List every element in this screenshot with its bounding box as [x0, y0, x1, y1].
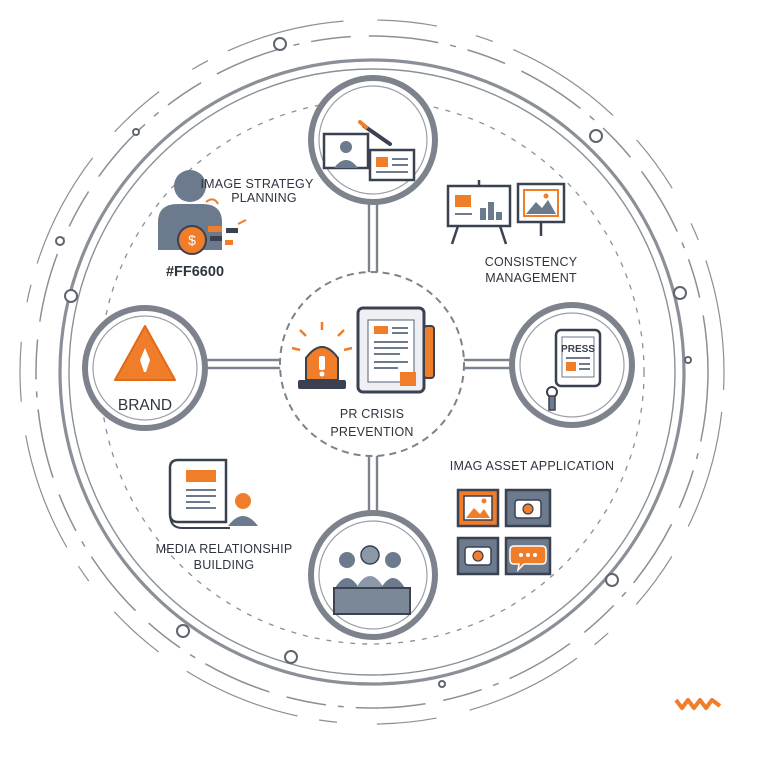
consistency-label-line2: MANAGEMENT [485, 271, 577, 285]
orbit-dot [55, 236, 65, 246]
orbit-dot [589, 129, 603, 143]
orbit-dot [438, 680, 446, 688]
orbit-dot [605, 573, 619, 587]
media-label-line2: BUILDING [194, 558, 255, 572]
brand-node: BRAND [82, 305, 208, 431]
center-label-line1: PR CRISIS [340, 407, 404, 421]
outer-ring-double-b [68, 68, 676, 676]
top-node [308, 75, 438, 205]
hex-color-label: #FF6600 [166, 264, 224, 280]
press-sign-text: PRESS [561, 344, 595, 355]
image-strategy-label-line1: IMAGE STRATEGY [201, 177, 314, 191]
siren-icon [291, 322, 353, 389]
newspaper-person-icon [168, 458, 258, 529]
easel-charts-icon [446, 180, 566, 245]
image-strategy-group: $ IMAGE STRATEGY PLANNING #FF6600 [158, 170, 314, 280]
orbit-dot [273, 37, 287, 51]
person-strategy-icon: $ [158, 170, 247, 255]
image-strategy-label-line2: PLANNING [231, 191, 297, 205]
press-tablet-icon: PRESS [546, 328, 602, 411]
corner-squiggle-logo [674, 698, 722, 710]
outer-ring-dashed [35, 35, 709, 709]
portrait-presentation-icon [322, 120, 416, 182]
orbit-dots [55, 37, 692, 688]
center-node: PR CRISIS PREVENTION [279, 271, 465, 457]
image-asset-group: IMAG ASSET APPLICATION [450, 459, 614, 576]
svg-text:$: $ [188, 232, 196, 248]
audience-node [308, 510, 438, 640]
orbit-dot [176, 624, 190, 638]
outer-ring-dashed-far [19, 19, 725, 725]
connectors [203, 200, 512, 515]
document-tablet-icon [356, 306, 435, 394]
audience-icon [333, 545, 411, 615]
press-node: PRESS [509, 302, 635, 428]
orbit-dot [673, 286, 687, 300]
outer-ring-double-a [58, 58, 686, 686]
media-gallery-icon [456, 488, 552, 576]
outer-rings [19, 19, 725, 725]
media-relationship-group: MEDIA RELATIONSHIP BUILDING [156, 458, 293, 572]
consistency-group: CONSISTENCY MANAGEMENT [446, 180, 578, 285]
orbit-dot [284, 650, 298, 664]
orbit-dot [684, 356, 692, 364]
warning-triangle-icon [114, 325, 176, 381]
orbit-dot [64, 289, 78, 303]
center-label-line2: PREVENTION [330, 425, 413, 439]
image-asset-label: IMAG ASSET APPLICATION [450, 459, 614, 473]
consistency-label-line1: CONSISTENCY [485, 255, 578, 269]
orbit-dot [132, 128, 140, 136]
brand-label: BRAND [118, 397, 172, 414]
media-label-line1: MEDIA RELATIONSHIP [156, 542, 293, 556]
